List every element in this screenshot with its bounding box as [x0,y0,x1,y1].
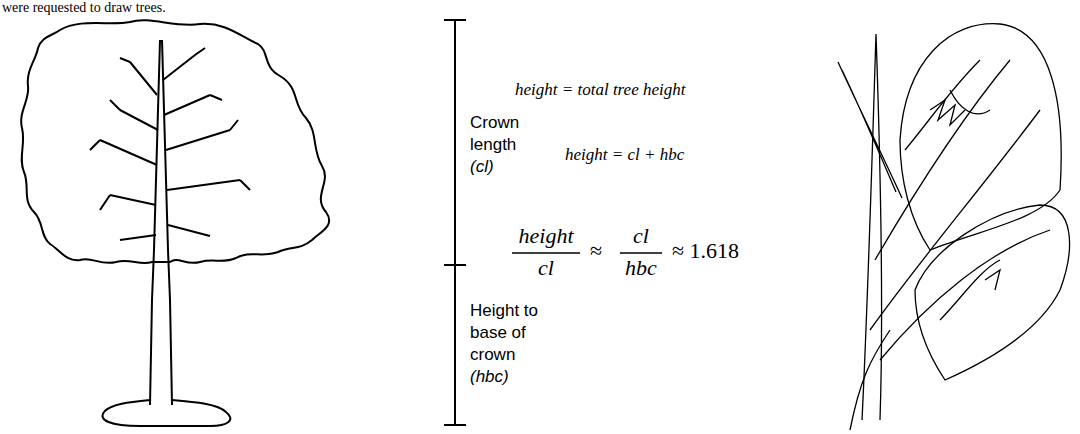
dimension-label: Height to base of crown [470,300,546,366]
tree-base [103,400,231,426]
fraction-bar [512,252,662,254]
caption-fragment: were requested to draw trees. [2,0,166,16]
formula: height = total tree height [515,80,685,100]
fraction-denominator: cl [506,255,586,281]
fraction-numerator: cl [611,223,671,249]
fraction-denominator: hbc [611,255,671,281]
child-drawing [838,24,1070,430]
tree-trunk [150,40,172,405]
dimension-symbol: (cl) [470,156,494,178]
formula: height = cl + hbc [565,145,684,165]
dimension-label: Crown length [470,112,542,156]
dimension-symbol: (hbc) [470,366,509,388]
dimension-bracket [444,20,466,425]
tree-branches [90,48,250,240]
fraction-numerator: height [506,223,586,249]
ratio-value: ≈ 1.618 [672,238,739,264]
approx-sign: ≈ [590,238,602,264]
tree-crown [21,20,329,263]
